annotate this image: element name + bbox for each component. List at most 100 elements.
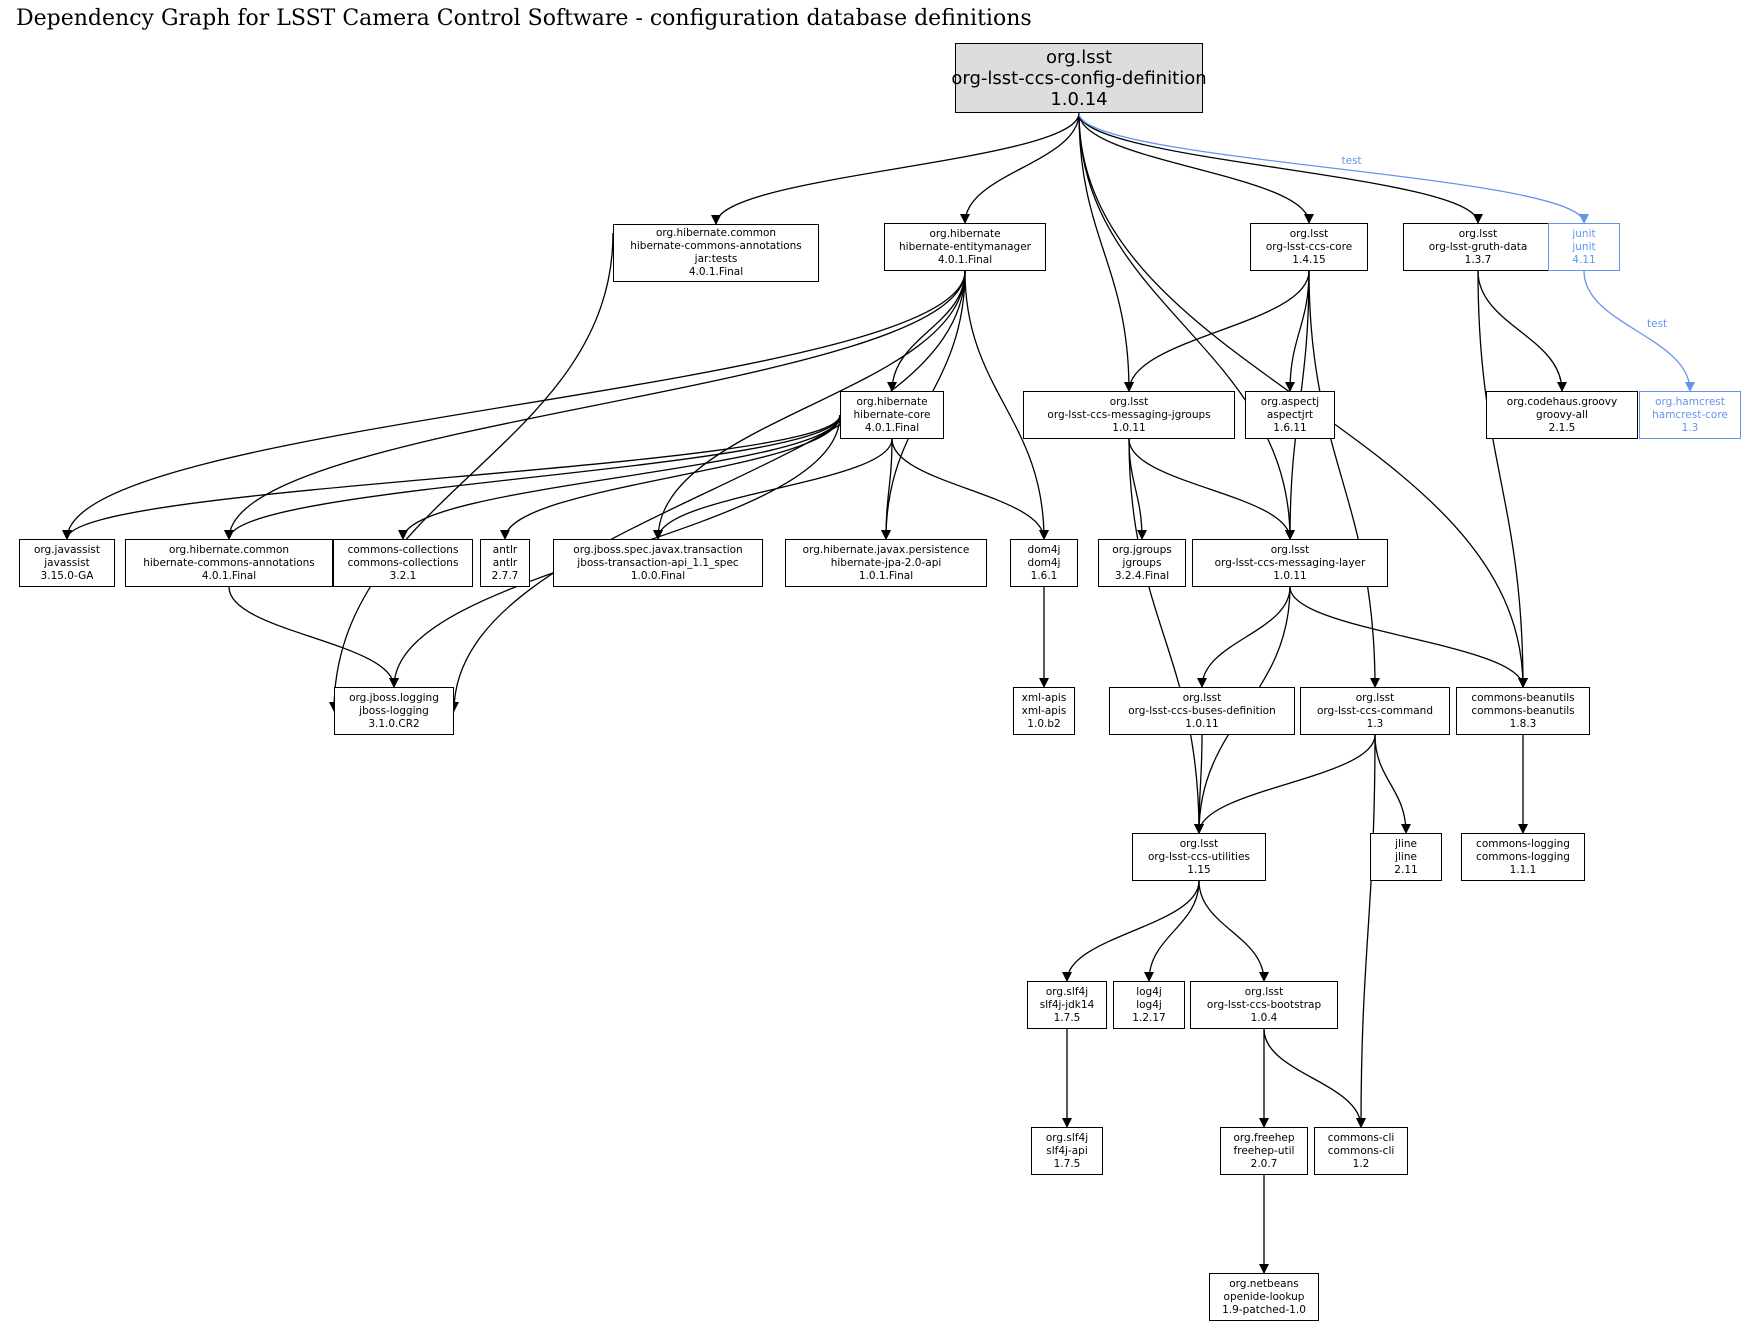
node-artifact: slf4j-api [1046, 1144, 1088, 1157]
edge-label-test: test [1342, 155, 1362, 167]
dependency-edge [224, 414, 841, 540]
dependency-edge [1198, 880, 1269, 982]
dependency-edge [1144, 880, 1200, 982]
dependency-edge [1197, 586, 1291, 688]
node-group: org.slf4j [1045, 1131, 1089, 1144]
node-version: 4.11 [1572, 253, 1596, 266]
node-artifact: javassist [44, 556, 90, 569]
dependency-edge [329, 232, 614, 712]
node-artifact: org-lsst-gruth-data [1428, 240, 1528, 253]
dependency-edge [1078, 112, 1295, 540]
node-group: commons-collections [347, 543, 459, 556]
node-version: 1.3 [1366, 717, 1384, 730]
node-version: 2.7.7 [491, 569, 519, 582]
node-artifact: org-lsst-ccs-messaging-jgroups [1047, 408, 1211, 421]
node-group: org.hibernate.common [168, 543, 290, 556]
node-group: junit [1572, 227, 1596, 240]
node-version: 3.2.1 [389, 569, 417, 582]
dependency-edge [1374, 734, 1411, 834]
node-group: org.jboss.logging [349, 691, 439, 704]
node-group: org.hibernate.common [655, 227, 777, 239]
dependency-edge [1194, 734, 1205, 834]
graph-title: Dependency Graph for LSST Camera Control… [16, 6, 1032, 31]
node-version: 4.0.1.Final [864, 421, 920, 434]
node-version: 3.2.4.Final [1114, 569, 1170, 582]
node-version: 1.0.11 [1273, 569, 1307, 582]
node-artifact: commons-collections [347, 556, 459, 569]
dependency-edge [1128, 438, 1204, 834]
dependency-edge [224, 270, 966, 540]
dependency-edge [1128, 438, 1295, 540]
node-artifact: org-lsst-ccs-core [1265, 240, 1353, 253]
dependency-edge [887, 270, 966, 392]
node-version: 1.9-patched-1.0 [1222, 1303, 1306, 1316]
node-version: 1.2.17 [1132, 1011, 1166, 1024]
node-artifact: openide-lookup [1223, 1290, 1305, 1303]
dependency-edge [964, 270, 1049, 540]
node-group: org.slf4j [1045, 985, 1089, 998]
node-version: 1.0.0.Final [630, 569, 686, 582]
node-version: 4.0.1.Final [937, 253, 993, 266]
node-artifact: hibernate-entitymanager [899, 240, 1031, 253]
node-group: org.lsst [1458, 227, 1498, 240]
edge-label-test: test [1647, 318, 1667, 330]
node-group: log4j [1136, 985, 1162, 998]
dependency-edge [1078, 112, 1589, 224]
node-artifact: hibernate-core [853, 408, 931, 421]
node-group: commons-beanutils [1471, 691, 1575, 704]
node-artifact: aspectjrt [1266, 408, 1314, 421]
dependency-edge [1263, 1028, 1366, 1128]
node-group: org.netbeans [1229, 1277, 1299, 1290]
node-version: 1.0.b2 [1027, 717, 1061, 730]
node-version: 1.0.1.Final [858, 569, 914, 582]
node-artifact: org-lsst-ccs-command [1317, 704, 1433, 717]
node-group: commons-logging [1476, 837, 1570, 850]
node-group: org.hamcrest [1655, 395, 1725, 408]
node-artifact: freehep-util [1233, 1144, 1295, 1157]
node-artifact: jgroups [1122, 556, 1162, 569]
node-version: 2.0.7 [1250, 1157, 1278, 1170]
node-artifact: groovy-all [1536, 408, 1588, 421]
node-version: 4.0.1.Final [688, 266, 744, 278]
node-artifact: hibernate-commons-annotations [143, 556, 315, 569]
dependency-edge [1477, 270, 1528, 688]
node-version: 3.1.0.CR2 [368, 717, 420, 730]
node-group: org.lsst [1289, 227, 1329, 240]
